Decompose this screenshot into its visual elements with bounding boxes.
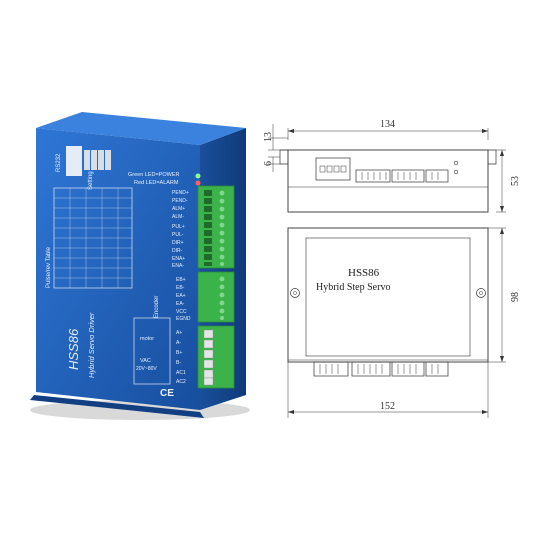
term-label: PUL- bbox=[172, 232, 184, 238]
red-led-label: Red LED=ALARM bbox=[134, 180, 179, 186]
rs232-port bbox=[66, 146, 82, 176]
term-label: A+ bbox=[176, 330, 182, 336]
driver-photo: RS232 Setting Green LED=POWER Red LED=AL… bbox=[30, 112, 250, 420]
rs232-label: RS232 bbox=[56, 153, 62, 172]
mount-hole-left bbox=[290, 288, 300, 298]
term-label: ENA+ bbox=[172, 256, 185, 262]
terminal-block-motor bbox=[197, 325, 235, 389]
top-view-drawing bbox=[268, 124, 506, 213]
top-connector-2 bbox=[355, 169, 391, 183]
alarm-led bbox=[195, 180, 201, 186]
terminal-labels: PEND+ PEND- ALM+ ALM- PUL+ PUL- DIR+ DIR… bbox=[172, 190, 191, 385]
front-view-subtitle: Hybrid Step Servo bbox=[316, 282, 390, 293]
term-label: A- bbox=[176, 340, 181, 346]
terminal-block-signal bbox=[197, 185, 235, 269]
term-label: EA+ bbox=[176, 293, 186, 299]
motor-label: motor bbox=[140, 336, 154, 342]
terminal-block-encoder bbox=[197, 271, 235, 323]
top-connector-4 bbox=[425, 169, 449, 183]
term-label: EB+ bbox=[176, 277, 186, 283]
mount-hole-right bbox=[476, 288, 486, 298]
bottom-connector-2 bbox=[351, 361, 391, 377]
top-view-outline bbox=[287, 149, 489, 213]
bottom-connector-1 bbox=[313, 361, 349, 377]
pulse-table-title: Pulse/rev Table bbox=[46, 246, 52, 288]
term-label: EB- bbox=[176, 285, 185, 291]
term-label: ENA- bbox=[172, 263, 184, 269]
front-view-outline bbox=[287, 227, 489, 363]
dim-height-front: 98 bbox=[510, 292, 521, 302]
dim-6: 6 bbox=[263, 161, 274, 166]
term-label: PUL+ bbox=[172, 224, 185, 230]
term-label: PEND- bbox=[172, 198, 188, 204]
term-label: EGND bbox=[176, 316, 191, 322]
term-label: ALM- bbox=[172, 214, 184, 220]
setting-label: Setting bbox=[88, 171, 94, 190]
term-label: DIR- bbox=[172, 248, 183, 254]
bottom-connector-4 bbox=[425, 361, 449, 377]
term-label: VCC bbox=[176, 309, 187, 315]
term-label: PEND+ bbox=[172, 190, 189, 196]
vac-label: VAC bbox=[140, 358, 151, 364]
driver-top-face bbox=[36, 112, 246, 145]
term-label: AC2 bbox=[176, 379, 186, 385]
dim-13: 13 bbox=[263, 132, 274, 142]
ce-mark: CE bbox=[160, 388, 174, 399]
top-connector-1 bbox=[315, 157, 351, 181]
term-label: B- bbox=[176, 360, 181, 366]
model-subtitle: Hybrid Servo Driver bbox=[87, 312, 96, 378]
top-connector-3 bbox=[391, 169, 425, 183]
front-view-labels: HSS86 Hybrid Step Servo 152 98 bbox=[316, 267, 521, 412]
term-label: EA- bbox=[176, 301, 185, 307]
term-label: ALM+ bbox=[172, 206, 185, 212]
top-view-dimension-labels: 134 53 13 6 bbox=[263, 119, 521, 186]
pulse-table-grid bbox=[54, 188, 132, 288]
model-name: HSS86 bbox=[66, 328, 81, 370]
front-view-title: HSS86 bbox=[348, 267, 380, 279]
bottom-connector-3 bbox=[391, 361, 425, 377]
dip-switches bbox=[84, 150, 111, 170]
term-label: DIR+ bbox=[172, 240, 184, 246]
dim-width-top: 134 bbox=[380, 119, 395, 130]
front-view-drawing bbox=[287, 227, 506, 418]
vac-range: 20V~80V bbox=[136, 366, 157, 372]
power-led bbox=[195, 173, 201, 179]
encoder-label: Encoder bbox=[154, 296, 160, 318]
term-label: AC1 bbox=[176, 370, 186, 376]
green-led-label: Green LED=POWER bbox=[128, 172, 180, 178]
term-label: B+ bbox=[176, 350, 182, 356]
dim-width-front: 152 bbox=[380, 401, 395, 412]
dim-height-top: 53 bbox=[510, 176, 521, 186]
